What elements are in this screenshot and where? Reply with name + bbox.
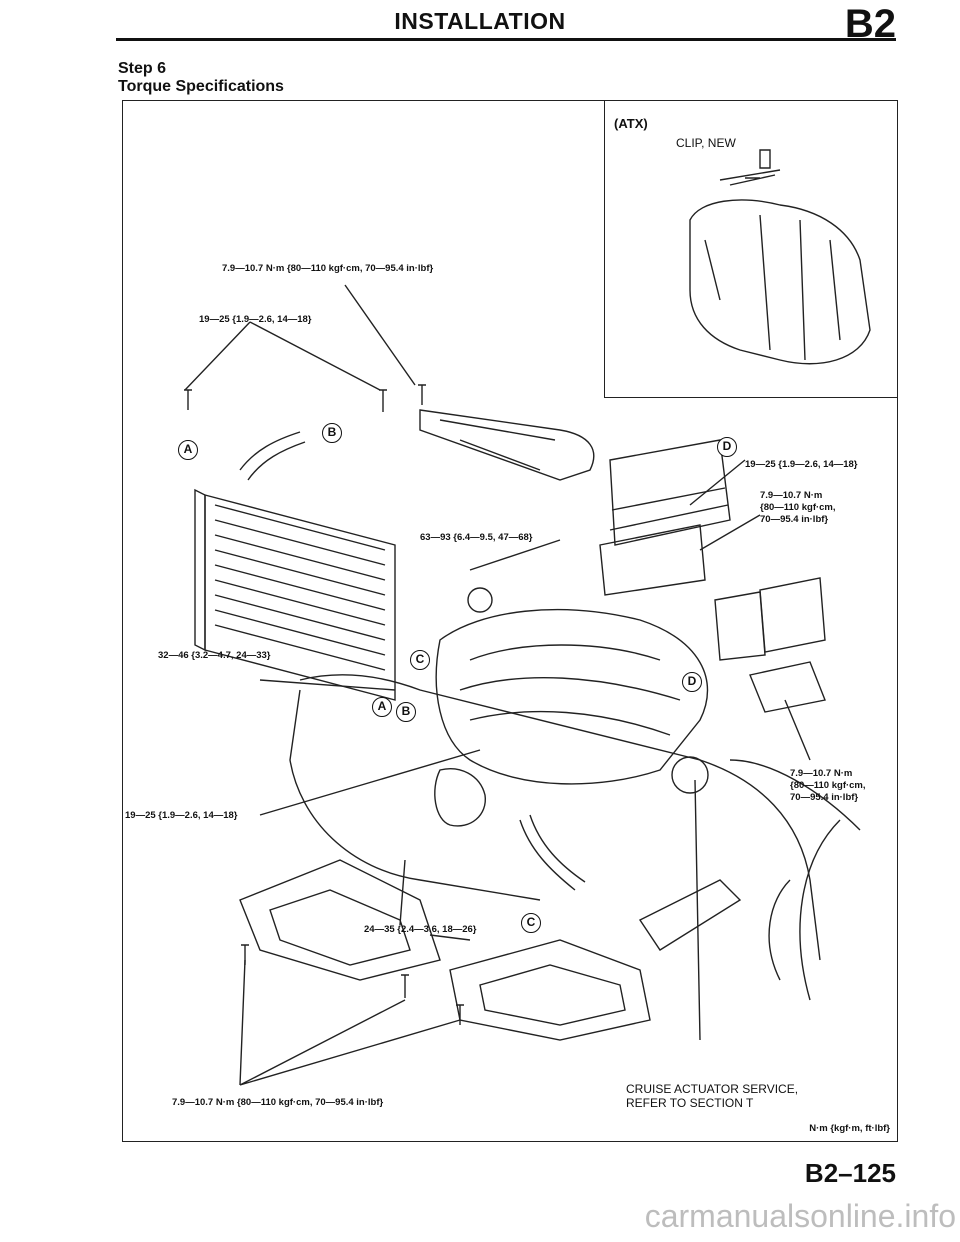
torque-spec-air-cleaner-bracket: 7.9—10.7 N·m {80—110 kgf·cm, 70—95.4 in·…: [760, 490, 836, 525]
watermark: carmanualsonline.info: [644, 1198, 956, 1234]
torque-spec-radiator-mount: 19—25 {1.9—2.6, 14—18}: [199, 314, 312, 325]
page-number: B2–125: [804, 1158, 896, 1188]
clip-new-label: CLIP, NEW: [676, 136, 736, 150]
cruise-actuator-note: CRUISE ACTUATOR SERVICE, REFER TO SECTIO…: [626, 1082, 799, 1110]
step-heading: Step 6 Torque Specifications: [118, 60, 284, 96]
units-note: N·m {kgf·m, ft·lbf}: [809, 1123, 890, 1134]
callout-c-lower: C: [521, 913, 541, 933]
step-title: Torque Specifications: [118, 78, 284, 95]
torque-spec-splash-shield: 24—35 {2.4—3.6, 18—26}: [364, 924, 477, 935]
step-label: Step 6: [118, 60, 167, 77]
illustration-frame: [122, 100, 898, 1142]
callout-a-lower: A: [372, 697, 392, 717]
atx-label: (ATX): [614, 116, 648, 131]
callout-b: B: [322, 423, 342, 443]
torque-spec-battery-tray: 7.9—10.7 N·m {80—110 kgf·cm, 70—95.4 in·…: [790, 768, 866, 803]
header-rule: [116, 38, 896, 41]
torque-spec-radiator-lower: 32—46 {3.2—4.7, 24—33}: [158, 650, 271, 661]
torque-spec-under-cover: 7.9—10.7 N·m {80—110 kgf·cm, 70—95.4 in·…: [172, 1097, 384, 1108]
callout-a: A: [178, 440, 198, 460]
callout-b-lower: B: [396, 702, 416, 722]
page-title: INSTALLATION: [394, 8, 566, 34]
callout-c: C: [410, 650, 430, 670]
torque-spec-radiator-bracket: 7.9—10.7 N·m {80—110 kgf·cm, 70—95.4 in·…: [222, 263, 434, 274]
torque-spec-front-left: 19—25 {1.9—2.6, 14—18}: [125, 810, 238, 821]
callout-d: D: [717, 437, 737, 457]
atx-inset-frame: [604, 100, 898, 398]
callout-d-lower: D: [682, 672, 702, 692]
torque-spec-air-cleaner: 19—25 {1.9—2.6, 14—18}: [745, 459, 858, 470]
torque-spec-engine-mount: 63—93 {6.4—9.5, 47—68}: [420, 532, 533, 543]
